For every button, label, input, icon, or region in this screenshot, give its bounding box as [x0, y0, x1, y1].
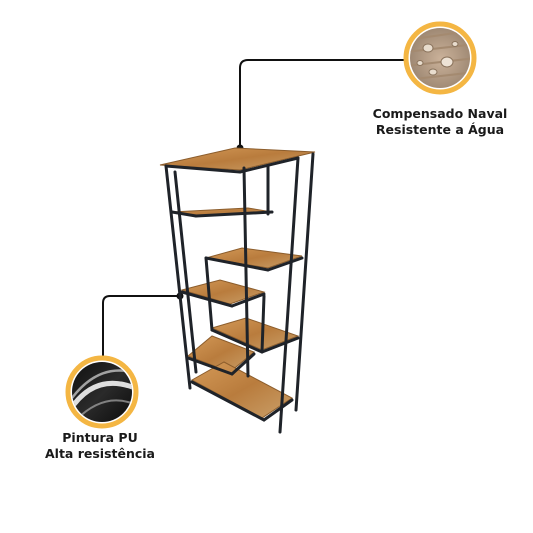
callout-top-line2: Resistente a Água: [375, 122, 505, 137]
bookshelf-icon: [159, 147, 316, 434]
glossy-black-paint-icon: [65, 355, 139, 429]
callout-bottom-line2: Alta resistência: [44, 446, 155, 461]
leader-line-bottom: [102, 295, 180, 358]
callout-top-label: Compensado Naval Resistente a Água: [360, 106, 520, 138]
leader-line-top: [239, 59, 405, 148]
callout-top-line1: Compensado Naval: [372, 106, 508, 121]
callout-bottom-label: Pintura PU Alta resistência: [30, 430, 170, 462]
water-drops-on-wood-icon: [403, 21, 477, 95]
callout-bottom-line1: Pintura PU: [62, 430, 138, 445]
